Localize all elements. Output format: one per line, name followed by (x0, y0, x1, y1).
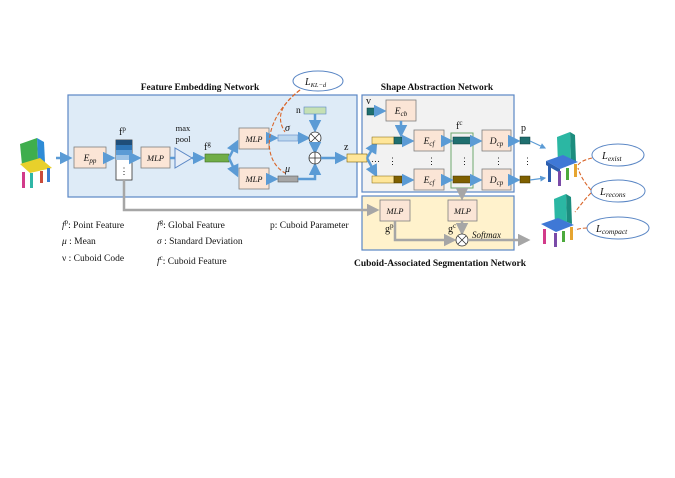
legend-cuboid-code: ν : Cuboid Code (62, 254, 125, 264)
segmented-chair-output (541, 194, 574, 247)
arrow-mu-add (298, 162, 322, 181)
latent-z-label: z (344, 142, 349, 153)
recons-loss-link-a (577, 167, 592, 191)
exist-loss-link (577, 157, 593, 166)
gc-label: gc (448, 222, 456, 235)
row-dots-1: ⋮ (388, 156, 397, 166)
row-dots-2: ⋮ (427, 156, 436, 166)
kl-loss-bubble: LKL−d (292, 70, 344, 92)
svg-text:⋮: ⋮ (120, 166, 129, 176)
cuboid-param-block-1 (519, 136, 531, 145)
row-dots-4: ⋮ (494, 156, 503, 166)
point-feature-label: fp (119, 125, 126, 138)
arrow-gp-multiply (393, 221, 457, 247)
recons-loss-link-b (574, 192, 592, 213)
mu-vector (277, 175, 299, 183)
cuboid-feature-label: fc (456, 119, 462, 132)
multiply-op-icon (308, 131, 322, 145)
shape-abstraction-title: Shape Abstraction Network (381, 83, 494, 93)
global-feature-bar (204, 153, 230, 163)
cuboid-code-label: v (366, 96, 371, 107)
feature-embedding-title: Feature Embedding Network (141, 83, 260, 93)
segmentation-title: Cuboid-Associated Segmentation Network (354, 259, 527, 269)
cuboid-feature-block-N (452, 175, 472, 184)
arrow-paramN-to-chair (529, 175, 547, 182)
noise-label: n (296, 106, 301, 116)
latent-z-bar (346, 153, 368, 163)
recons-loss-bubble: Lrecons (590, 179, 646, 203)
point-encoder-label: Epp (83, 154, 97, 165)
legend-global-feature: fg: Global Feature (157, 218, 225, 232)
mlp-sigma-label: MLP (245, 134, 263, 144)
arrow-fg-to-upper-mlp (226, 139, 239, 159)
kl-loss-link-mu (268, 89, 301, 174)
gp-label: gp (385, 222, 394, 235)
arrow-z-to-rowN (365, 157, 378, 178)
max-pool-label-1: max (176, 123, 191, 133)
cuboid-code-block (366, 107, 376, 116)
row1-input-bar (371, 136, 403, 145)
cuboid-feature-block-1 (452, 136, 472, 145)
svg-text:LKL−d: LKL−d (304, 77, 327, 89)
global-feature-label: fg (204, 140, 211, 153)
sigma-vector (277, 134, 299, 142)
mlp-point-label: MLP (386, 206, 404, 216)
compact-loss-bubble: Lcompact (586, 216, 650, 240)
legend-cuboid-feature: fc: Cuboid Feature (157, 254, 227, 268)
cuboid-chair-output (546, 132, 578, 186)
arrow-fg-to-lower-mlp (227, 157, 239, 178)
cuboid-feature-encoder-label-1: Ecf (423, 137, 436, 148)
legend-point-feature: fp: Point Feature (62, 218, 125, 232)
mlp-mu-label: MLP (245, 174, 263, 184)
rowN-input-bar (371, 175, 403, 184)
point-feature-column: ⋮ (115, 139, 133, 181)
cuboid-code-encoder-label: Ecb (394, 107, 408, 118)
legend-mean: μ : Mean (62, 237, 96, 247)
softmax-label: Softmax (472, 230, 501, 240)
mlp-global-label: MLP (146, 153, 164, 163)
input-chair-pointcloud (20, 138, 52, 188)
max-pool-triangle (174, 147, 193, 169)
row-dots-5: ⋮ (523, 156, 532, 166)
arrow-fp-to-seg-mlp (122, 180, 380, 217)
sigma-label: σ (285, 123, 291, 134)
svg-text:Lexist: Lexist (601, 151, 623, 163)
cuboid-param-label: p (521, 123, 526, 134)
segmentation-multiply-icon (455, 233, 469, 247)
compact-loss-link (574, 227, 588, 231)
mlp-cuboid-label: MLP (453, 206, 471, 216)
cuboid-feature-encoder-label-N: Ecf (423, 176, 436, 187)
svg-text:Lrecons: Lrecons (599, 187, 626, 199)
legend-standard-deviation: σ : Standard Deviation (157, 237, 243, 247)
row-dots-3: ⋮ (460, 156, 469, 166)
add-op-icon (308, 151, 322, 165)
arrow-z-to-row1 (365, 140, 378, 159)
cuboid-param-decoder-label-1: Dcp (489, 137, 504, 148)
exist-loss-bubble: Lexist (591, 143, 645, 167)
svg-text:Lcompact: Lcompact (595, 224, 628, 236)
z-fan-dots: … (371, 154, 380, 164)
max-pool-label-2: pool (175, 134, 191, 144)
cuboid-param-decoder-label-N: Dcp (489, 176, 504, 187)
legend-cuboid-parameter: p: Cuboid Parameter (270, 221, 349, 231)
notation-legend: fp: Point Feature μ : Mean ν : Cuboid Co… (52, 218, 382, 268)
cuboid-param-block-N (519, 175, 531, 184)
noise-vector (303, 106, 327, 115)
arrow-param1-to-chair (529, 140, 547, 149)
mu-label: μ (284, 164, 290, 175)
